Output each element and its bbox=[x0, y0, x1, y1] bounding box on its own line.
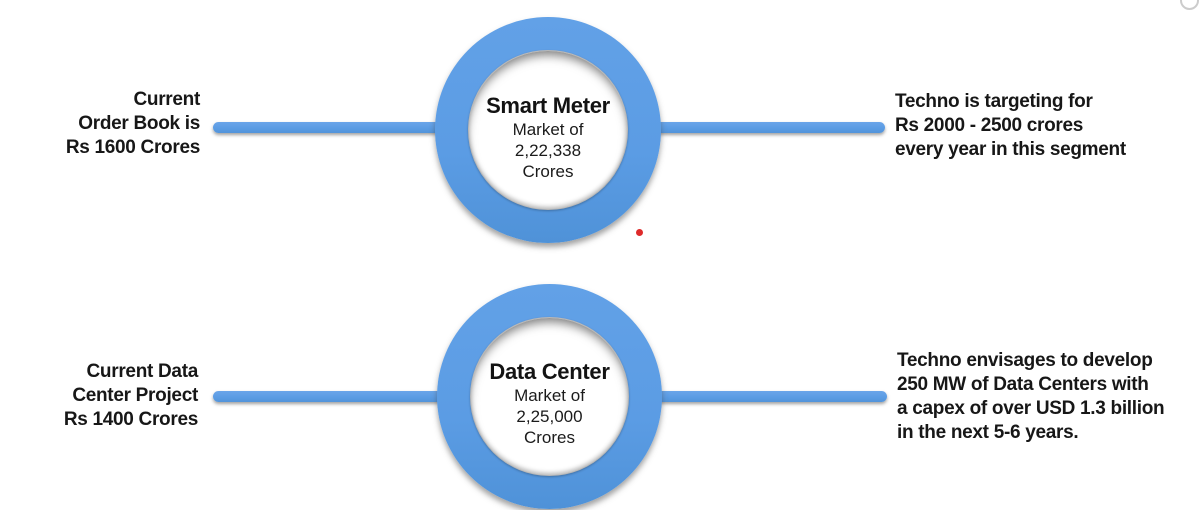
note-line: Techno envisages to develop bbox=[897, 350, 1153, 371]
note-line: 250 MW of Data Centers with bbox=[897, 374, 1149, 395]
clipped-corner-glyph bbox=[1180, 0, 1199, 10]
circle-title: Data Center bbox=[489, 359, 610, 384]
circle-line: 2,25,000 bbox=[516, 407, 583, 426]
data-center-ring: Data Center Market of 2,25,000 Crores bbox=[437, 284, 662, 509]
note-line: a capex of over USD 1.3 billion bbox=[897, 398, 1165, 419]
circle-line: Market of bbox=[514, 386, 585, 405]
data-center-right-note: Techno envisages to develop 250 MW of Da… bbox=[897, 349, 1200, 445]
note-line: Order Book is bbox=[78, 113, 200, 134]
connector-bar-left bbox=[213, 122, 458, 133]
smart-meter-right-note: Techno is targeting for Rs 2000 - 2500 c… bbox=[895, 90, 1195, 162]
circle-title: Smart Meter bbox=[486, 92, 610, 118]
circle-line: Market of bbox=[512, 119, 584, 139]
note-line: Center Project bbox=[72, 385, 198, 406]
smart-meter-inner-circle: Smart Meter Market of 2,22,338 Crores bbox=[468, 50, 628, 210]
circle-line: Crores bbox=[522, 161, 574, 181]
note-line: Current Data bbox=[86, 361, 199, 382]
note-line: in the next 5-6 years. bbox=[897, 422, 1079, 443]
note-line: Current bbox=[133, 89, 200, 110]
smart-meter-circle-text: Smart Meter Market of 2,22,338 Crores bbox=[486, 93, 610, 182]
note-line: every year in this segment bbox=[895, 139, 1126, 160]
note-line: Rs 1400 Crores bbox=[63, 409, 198, 430]
red-dot-artifact bbox=[636, 229, 643, 236]
note-line: Rs 1600 Crores bbox=[65, 137, 200, 158]
data-center-left-note: Current Data Center Project Rs 1400 Cror… bbox=[0, 360, 198, 432]
data-center-inner-circle: Data Center Market of 2,25,000 Crores bbox=[470, 317, 629, 476]
smart-meter-left-note: Current Order Book is Rs 1600 Crores bbox=[0, 88, 200, 160]
note-line: Techno is targeting for bbox=[895, 91, 1093, 112]
smart-meter-ring: Smart Meter Market of 2,22,338 Crores bbox=[435, 17, 661, 243]
connector-bar-right bbox=[648, 391, 887, 402]
circle-line: Crores bbox=[523, 428, 575, 447]
connector-bar-left bbox=[213, 391, 461, 402]
connector-bar-right bbox=[645, 122, 885, 133]
circle-line: 2,22,338 bbox=[514, 140, 582, 160]
note-line: Rs 2000 - 2500 crores bbox=[895, 115, 1084, 136]
data-center-circle-text: Data Center Market of 2,25,000 Crores bbox=[489, 359, 609, 448]
